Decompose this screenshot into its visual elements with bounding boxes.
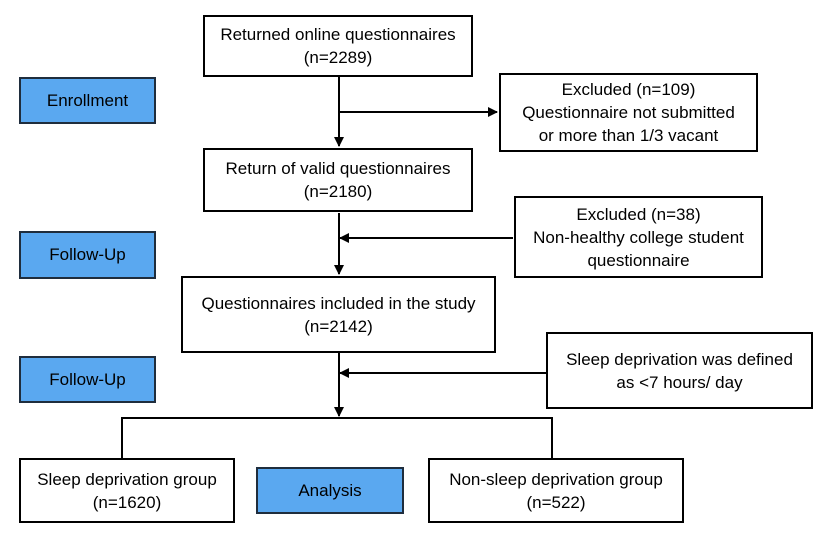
box-non-sleep-dep-line1: Non-sleep deprivation group <box>449 469 663 489</box>
split-line <box>121 417 553 458</box>
box-excluded-1: Excluded (n=109) Questionnaire not submi… <box>499 73 758 152</box>
stage-enrollment: Enrollment <box>19 77 156 124</box>
box-excluded-1-line1: Excluded (n=109) <box>561 80 696 99</box>
stage-enrollment-label: Enrollment <box>46 90 129 110</box>
stage-follow-up-2: Follow-Up <box>19 356 156 403</box>
box-valid-line1: Return of valid questionnaires <box>225 159 451 178</box>
box-returned-line2: (n=2289) <box>303 48 373 67</box>
box-sleep-deprivation-definition: Sleep deprivation was defined as <7 hour… <box>546 332 813 409</box>
stage-follow-up-1: Follow-Up <box>19 231 156 279</box>
box-included-line1: Questionnaires included in the study <box>201 293 476 313</box>
stage-follow-up-2-label: Follow-Up <box>49 369 126 389</box>
box-excluded-2: Excluded (n=38) Non-healthy college stud… <box>514 196 763 278</box>
box-excluded-2-line2: Non-healthy college student <box>533 227 744 247</box>
box-definition-line2: as <7 hours/ day <box>616 372 743 392</box>
box-sleep-deprivation-group: Sleep deprivation group (n=1620) <box>19 458 235 523</box>
box-included-line2: (n=2142) <box>304 316 373 336</box>
box-included-questionnaires: Questionnaires included in the study (n=… <box>181 276 496 353</box>
box-definition-line1: Sleep deprivation was defined <box>566 349 793 369</box>
box-non-sleep-dep-line2: (n=522) <box>526 492 586 512</box>
stage-analysis-label: Analysis <box>298 480 362 500</box>
box-valid-questionnaires: Return of valid questionnaires (n=2180) <box>203 148 473 212</box>
box-returned-line1: Returned online questionnaires <box>220 25 456 44</box>
box-excluded-2-line1: Excluded (n=38) <box>576 204 701 224</box>
box-non-sleep-deprivation-group: Non-sleep deprivation group (n=522) <box>428 458 684 523</box>
box-returned-questionnaires: Returned online questionnaires (n=2289) <box>203 15 473 77</box>
box-sleep-dep-line2: (n=1620) <box>92 492 162 512</box>
box-sleep-dep-line1: Sleep deprivation group <box>37 469 217 489</box>
box-excluded-2-line3: questionnaire <box>587 250 690 270</box>
box-valid-line2: (n=2180) <box>303 182 373 201</box>
box-excluded-1-line2: Questionnaire not submitted <box>522 103 735 122</box>
box-excluded-1-line3: or more than 1/3 vacant <box>538 126 719 145</box>
stage-follow-up-1-label: Follow-Up <box>49 245 126 264</box>
stage-analysis: Analysis <box>256 467 404 514</box>
